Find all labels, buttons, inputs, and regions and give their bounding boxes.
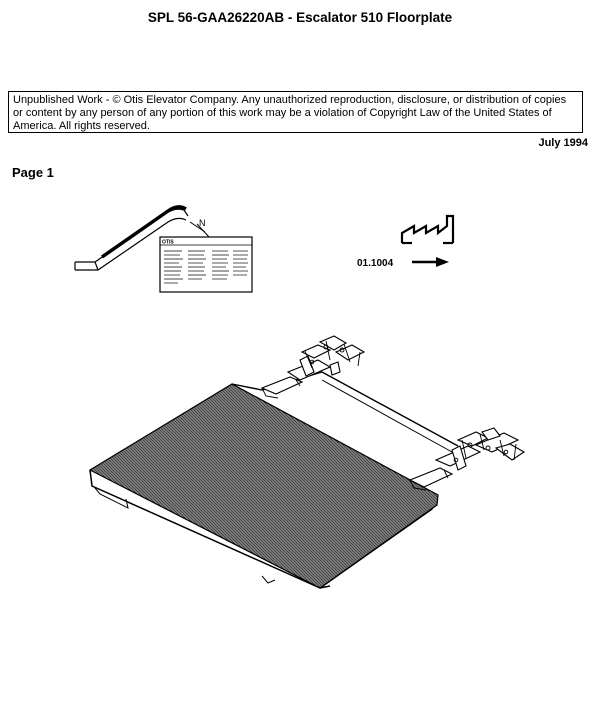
callout: N xyxy=(196,218,211,239)
floorplate-drawing xyxy=(88,335,526,589)
document-date: July 1994 xyxy=(538,137,588,149)
arrow-right-icon xyxy=(412,257,449,267)
plate-header: OTIS xyxy=(162,240,174,246)
page-label: Page 1 xyxy=(12,165,54,180)
document-title: SPL 56-GAA26220AB - Escalator 510 Floorp… xyxy=(147,10,453,25)
reference-number: 01.1004 xyxy=(357,258,394,269)
callout-letter: N xyxy=(199,218,206,228)
data-plate-icon: OTIS xyxy=(159,236,253,293)
factory-icon xyxy=(400,214,455,245)
escalator-icon xyxy=(74,205,206,271)
copyright-notice: Unpublished Work - © Otis Elevator Compa… xyxy=(8,91,583,133)
